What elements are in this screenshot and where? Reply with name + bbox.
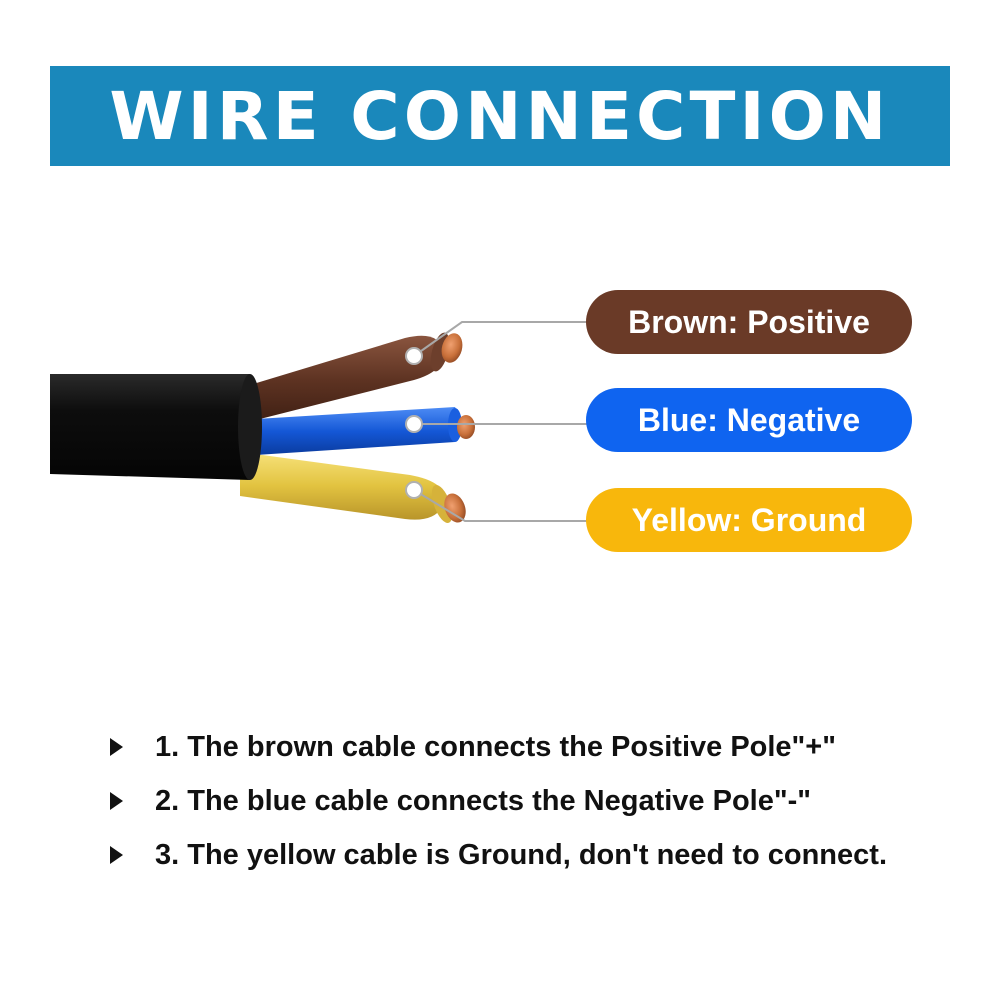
label-blue-text: Blue: Negative xyxy=(637,401,861,438)
yellow-wire xyxy=(240,452,466,523)
leader-line-yellow xyxy=(413,489,588,522)
marker-dot-blue xyxy=(405,415,423,433)
label-brown-text: Brown: Positive xyxy=(628,303,870,340)
instruction-text: 3. The yellow cable is Ground, don't nee… xyxy=(155,838,887,871)
instruction-item: 1. The brown cable connects the Positive… xyxy=(100,720,960,774)
leader-lines xyxy=(413,321,588,522)
page-title: WIRE CONNECTION xyxy=(109,77,891,155)
triangle-bullet-icon xyxy=(110,738,123,756)
instruction-text: 2. The blue cable connects the Negative … xyxy=(155,784,812,817)
triangle-bullet-icon xyxy=(110,846,123,864)
brown-wire xyxy=(240,332,463,424)
instruction-text: 1. The brown cable connects the Positive… xyxy=(155,730,836,763)
cable-jacket xyxy=(50,374,262,480)
label-brown-positive: Brown: Positive xyxy=(586,290,912,354)
label-yellow-ground: Yellow: Ground xyxy=(586,488,912,552)
triangle-bullet-icon xyxy=(110,792,123,810)
instruction-list: 1. The brown cable connects the Positive… xyxy=(100,720,960,882)
title-banner: WIRE CONNECTION xyxy=(50,66,950,166)
leader-line-brown xyxy=(413,321,588,357)
instruction-item: 3. The yellow cable is Ground, don't nee… xyxy=(100,828,960,882)
label-yellow-text: Yellow: Ground xyxy=(631,501,867,538)
label-blue-negative: Blue: Negative xyxy=(586,388,912,452)
marker-dot-brown xyxy=(405,347,423,365)
marker-dot-yellow xyxy=(405,481,423,499)
instruction-item: 2. The blue cable connects the Negative … xyxy=(100,774,960,828)
